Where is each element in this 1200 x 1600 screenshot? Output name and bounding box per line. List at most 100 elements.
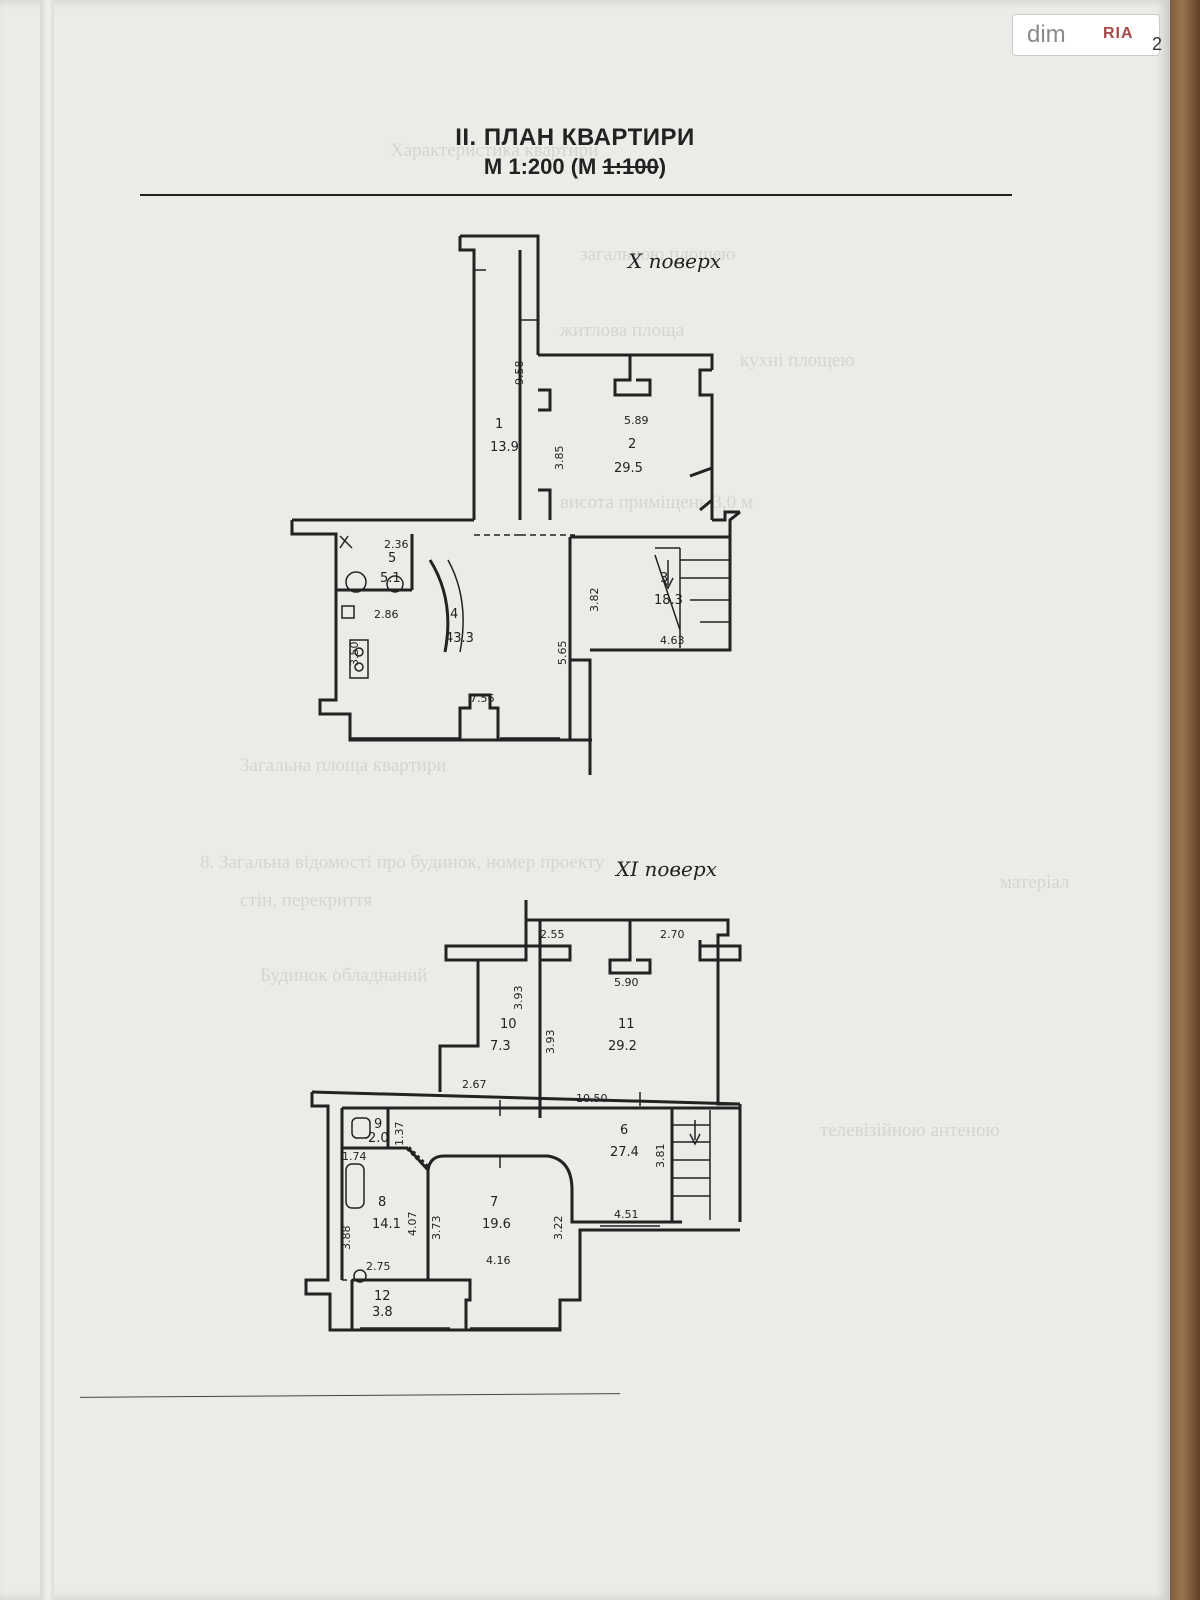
pillar [698,940,742,962]
page-binding-shadow [40,0,54,1600]
wall [426,1154,682,1224]
dimension: 4.07 [406,1212,419,1237]
room-area: 18.3 [654,593,683,608]
dimension: 3.93 [544,1030,557,1055]
dimension: 2.36 [384,538,409,551]
toilet-icon [345,571,367,593]
stair-line [654,554,681,631]
room-area: 3.8 [372,1305,393,1320]
header-rule [140,194,1012,196]
scale-prefix: М 1:200 (М [483,154,603,179]
ghost-text: загальною площею [580,244,736,265]
wall [698,368,714,520]
room-area: 14.1 [372,1217,401,1232]
stair-arrow-icon [689,1133,701,1146]
wall [438,960,480,1092]
floor-x-dimensions: 9.58 5.89 3.85 2.36 3.82 4.63 2.86 5.65 … [348,361,685,706]
watermark-dim: dim [1027,21,1066,48]
room-area: 19.6 [482,1217,511,1232]
room-area: 43.3 [445,631,474,646]
wall [458,236,476,520]
wall [712,510,740,522]
room-number: 5 [388,551,396,566]
wall [689,465,714,512]
scale-struck: 1:100 [602,154,659,179]
room-area: 5.1 [380,571,401,586]
room-number: 3 [660,571,668,586]
toilet-icon [351,1117,371,1139]
dimension: 3.85 [553,446,566,471]
room-area: 2.0 [368,1131,389,1146]
sink-icon [353,1269,367,1283]
floor-plans: X поверх 1 13.9 2 29.5 3 18.3 4 43.3 5 5… [290,234,742,1332]
dimension: 1.74 [342,1150,367,1163]
floor-xi-label: XI поверх [614,857,717,881]
dimension: 4.51 [614,1208,639,1221]
ghost-text: 8. Загальна відомості про будинок, номер… [200,852,605,873]
dimria-watermark: dim RIA [1012,14,1160,56]
dimension: 3.93 [512,986,525,1011]
dimension: 10.50 [576,1092,608,1105]
room-area: 29.2 [608,1039,637,1054]
floor-x-plan [290,234,741,775]
floor-xi-plan [304,900,742,1332]
room-number: 7 [490,1195,498,1210]
shower-icon [339,535,353,549]
dimension: 2.55 [540,928,565,941]
room-number: 1 [495,417,503,432]
room-area: 7.3 [490,1039,511,1054]
dimension: 3.82 [588,588,601,613]
wall [538,353,714,370]
stove-burner-icon [354,662,364,672]
wall [444,900,572,962]
dimension: 4.16 [486,1254,511,1267]
floor-xi-dimensions: 2.55 2.70 5.90 3.93 3.93 2.67 10.50 1.37… [340,928,685,1273]
dimension: 2.75 [366,1260,391,1273]
floor-xi-labels: 6 27.4 7 19.6 8 14.1 9 2.0 10 7.3 11 29.… [368,1017,639,1320]
room-number: 11 [618,1017,635,1032]
dimension: 3.50 [348,642,361,667]
ghost-text: житлова площа [560,320,685,341]
shower-icon [339,535,349,549]
ghost-text: Загальна площа квартири [240,755,447,776]
ghost-text: телевізійною антеною [820,1120,1000,1141]
dimension: 5.90 [614,976,639,989]
floor-xi-details [342,1092,711,1329]
room-number: 9 [374,1117,382,1132]
dimension: 2.86 [374,608,399,621]
curved-partition [447,559,464,653]
dimension: 3.73 [430,1216,443,1241]
plan-title: II. ПЛАН КВАРТИРИ [455,124,695,151]
room-number: 10 [500,1017,517,1032]
ghost-text: матеріал [1000,872,1070,893]
dimension: 2.67 [462,1078,487,1091]
dimension: 7.56 [470,692,495,705]
room-number: 12 [374,1289,391,1304]
plan-scale: М 1:200 (М 1:100) [140,154,1010,180]
wall [590,510,741,652]
room-number: 4 [450,607,458,622]
dimension: 5.89 [624,414,649,427]
room-area: 27.4 [610,1145,639,1160]
page-number: 2 [1152,34,1163,54]
dimension: 9.58 [513,361,526,386]
document-header: II. ПЛАН КВАРТИРИ М 1:200 (М 1:100) [140,124,1010,180]
wall [538,488,552,520]
dimension: 5.65 [556,641,569,666]
wall [538,388,552,412]
stair-arrow-icon [662,577,674,590]
scale-suffix: ) [658,154,667,179]
stove-icon [349,639,369,679]
dimension: 1.37 [393,1122,406,1147]
dimension: 3.22 [552,1216,565,1241]
pillar [608,920,652,975]
stove-burner-icon [354,647,364,657]
dimension: 3.81 [654,1144,667,1169]
wall [290,520,592,775]
ghost-text: кухні площею [740,350,855,371]
floor-x-details [339,269,730,739]
pillar [458,693,500,740]
bathtub-icon [345,1163,365,1209]
door-icon [406,1146,430,1170]
ghost-text: Характеристика квартири [390,140,599,161]
